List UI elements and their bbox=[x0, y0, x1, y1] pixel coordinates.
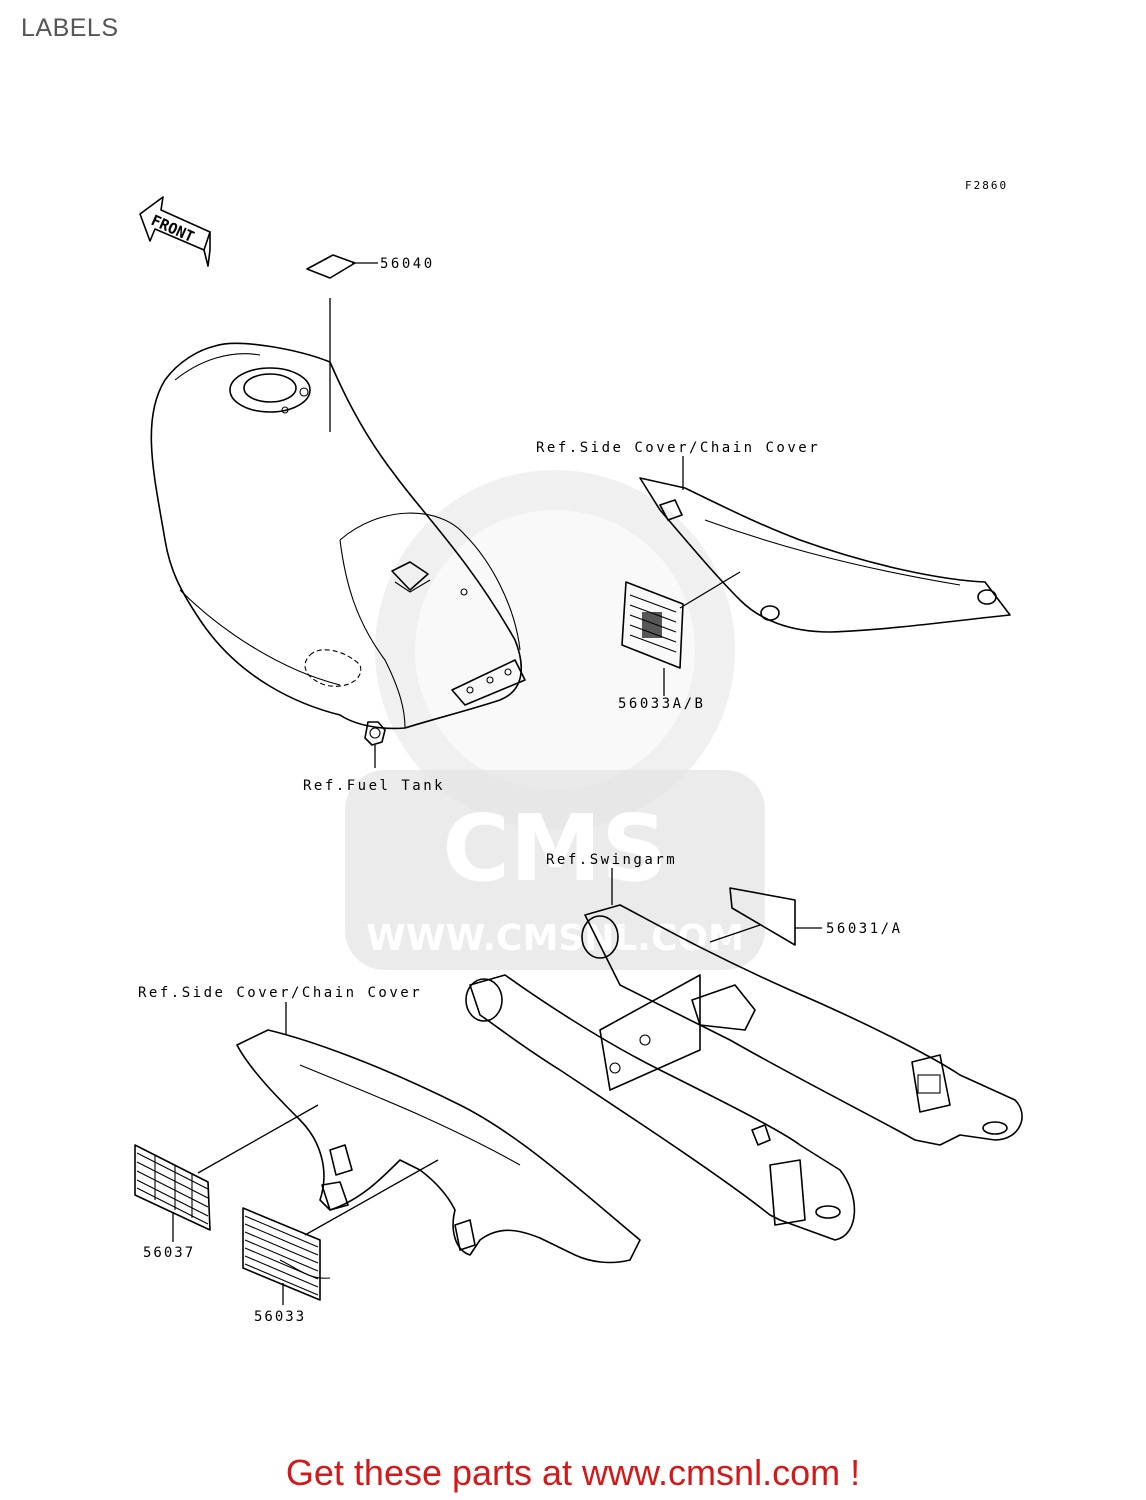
callout-56031a: 56031/A bbox=[826, 921, 903, 937]
watermark-brand: CMS bbox=[442, 795, 667, 902]
swingarm bbox=[465, 904, 1023, 1241]
callout-56037: 56037 bbox=[143, 1245, 195, 1261]
watermark-url: WWW.CMSNL.COM bbox=[366, 918, 744, 959]
ref-fuel-tank: Ref.Fuel Tank bbox=[303, 778, 445, 794]
callout-56033ab: 56033A/B bbox=[618, 696, 705, 712]
label-56033ab bbox=[621, 581, 684, 669]
figure-code: F2860 bbox=[965, 179, 1008, 192]
front-label: FRONT bbox=[148, 211, 197, 246]
callout-56040: 56040 bbox=[380, 256, 435, 272]
ref-side-cover-top: Ref.Side Cover/Chain Cover bbox=[536, 440, 820, 456]
label-56040 bbox=[306, 254, 378, 432]
front-arrow-icon: FRONT bbox=[139, 196, 211, 267]
chain-cover bbox=[236, 1029, 641, 1279]
cms-watermark: CMS WWW.CMSNL.COM bbox=[345, 470, 765, 970]
ref-swingarm: Ref.Swingarm bbox=[546, 852, 677, 868]
label-56037 bbox=[134, 1144, 211, 1231]
fuel-tank bbox=[150, 342, 526, 768]
callout-56033: 56033 bbox=[254, 1309, 306, 1325]
label-56033 bbox=[242, 1207, 321, 1301]
footer-promo-link[interactable]: Get these parts at www.cmsnl.com ! bbox=[285, 1452, 861, 1493]
label-56031a bbox=[729, 887, 796, 946]
page-title: LABELS bbox=[21, 14, 119, 42]
ref-side-cover-bottom: Ref.Side Cover/Chain Cover bbox=[138, 985, 422, 1001]
side-cover-upper bbox=[639, 477, 1011, 633]
